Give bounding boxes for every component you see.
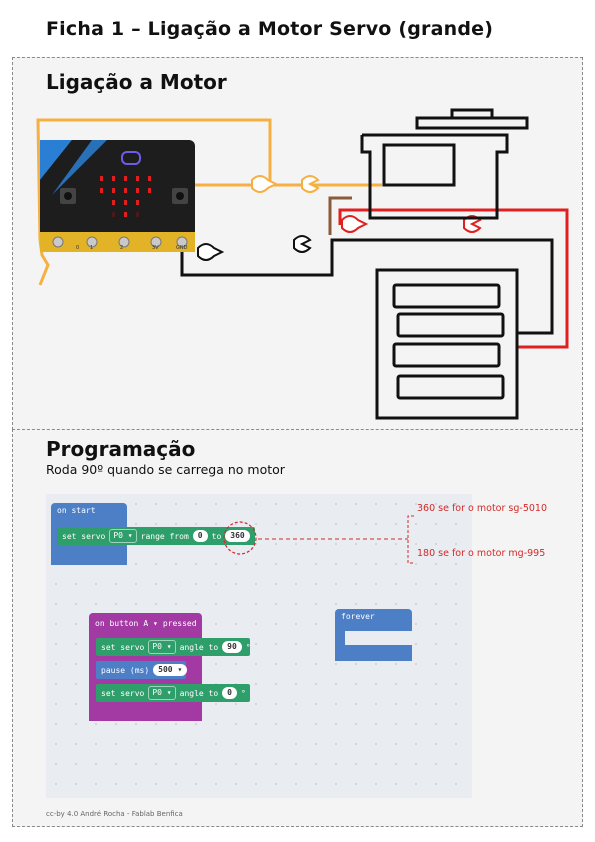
set-servo-range-block[interactable]: set servo P0 ▾ range from 0 to 360 [57,527,255,545]
pin-label-3v: 3V [152,245,159,251]
highlight-circle [223,521,257,555]
degree-unit: ° [240,688,246,698]
microbit-board [40,140,195,252]
annotation-note-1: 360 se for o motor sg-5010 [417,503,547,514]
set-servo-angle-block-1[interactable]: set servo P0 ▾ angle to 90 ° [96,638,251,656]
servo-motor [360,108,529,220]
forever-label: forever [341,612,375,621]
power-wire [338,208,569,349]
page-title: Ficha 1 – Ligação a Motor Servo (grande) [46,18,494,40]
alligator-clip-ground [197,235,312,261]
angle-value[interactable]: 90 [222,641,242,653]
forever-block[interactable]: forever [335,609,412,661]
set-servo-label: set servo [62,531,106,541]
led-matrix [100,176,151,217]
section-subtitle: Roda 90º quando se carrega no motor [46,462,285,477]
angle-label: angle to [179,642,219,652]
pin-dropdown[interactable]: P0 ▾ [148,686,176,700]
pin-label-0: 0 [76,245,80,251]
button-dropdown[interactable]: A ▾ [143,619,158,628]
annotation-note-2: 180 se for o motor mg-995 [417,548,546,559]
pause-block[interactable]: pause (ms) 500 ▾ [96,661,188,679]
angle-value[interactable]: 0 [222,687,237,699]
bracket [407,515,414,564]
angle-label: angle to [179,688,219,698]
section-title-connection: Ligação a Motor [46,70,227,94]
battery-pack [375,268,519,420]
footer-credit: cc-by 4.0 André Rocha - Fablab Benfica [46,810,183,818]
on-button-label: on button [95,619,139,628]
set-servo-label: set servo [101,642,145,652]
pause-value[interactable]: 500 ▾ [153,664,188,676]
set-servo-angle-block-2[interactable]: set servo P0 ▾ angle to 0 ° [96,684,250,702]
forever-slot [345,631,412,645]
ground-wire [180,238,554,335]
set-servo-label: set servo [101,688,145,698]
range-from-value[interactable]: 0 [192,530,208,542]
pause-label: pause (ms) [101,665,150,675]
range-to-value[interactable]: 360 [225,530,250,542]
pin-dropdown[interactable]: P0 ▾ [109,529,137,543]
alligator-clip-power [341,215,482,233]
pin-label-2: 2 [120,245,124,251]
range-label: range from [140,531,189,541]
to-label: to [211,531,222,541]
section-title-programming: Programação [46,437,196,461]
degree-unit: ° [245,642,251,652]
wiring-diagram [36,108,569,420]
pin-label-1: 1 [90,245,94,251]
on-start-label: on start [57,506,96,515]
pin-label-gnd: GND [176,245,188,251]
pressed-label: pressed [162,619,197,628]
servo-brown-wire [328,196,352,235]
pin-dropdown[interactable]: P0 ▾ [148,640,176,654]
code-workspace[interactable]: on start set servo P0 ▾ range from 0 to … [46,494,472,798]
alligator-clip-signal [251,175,320,193]
